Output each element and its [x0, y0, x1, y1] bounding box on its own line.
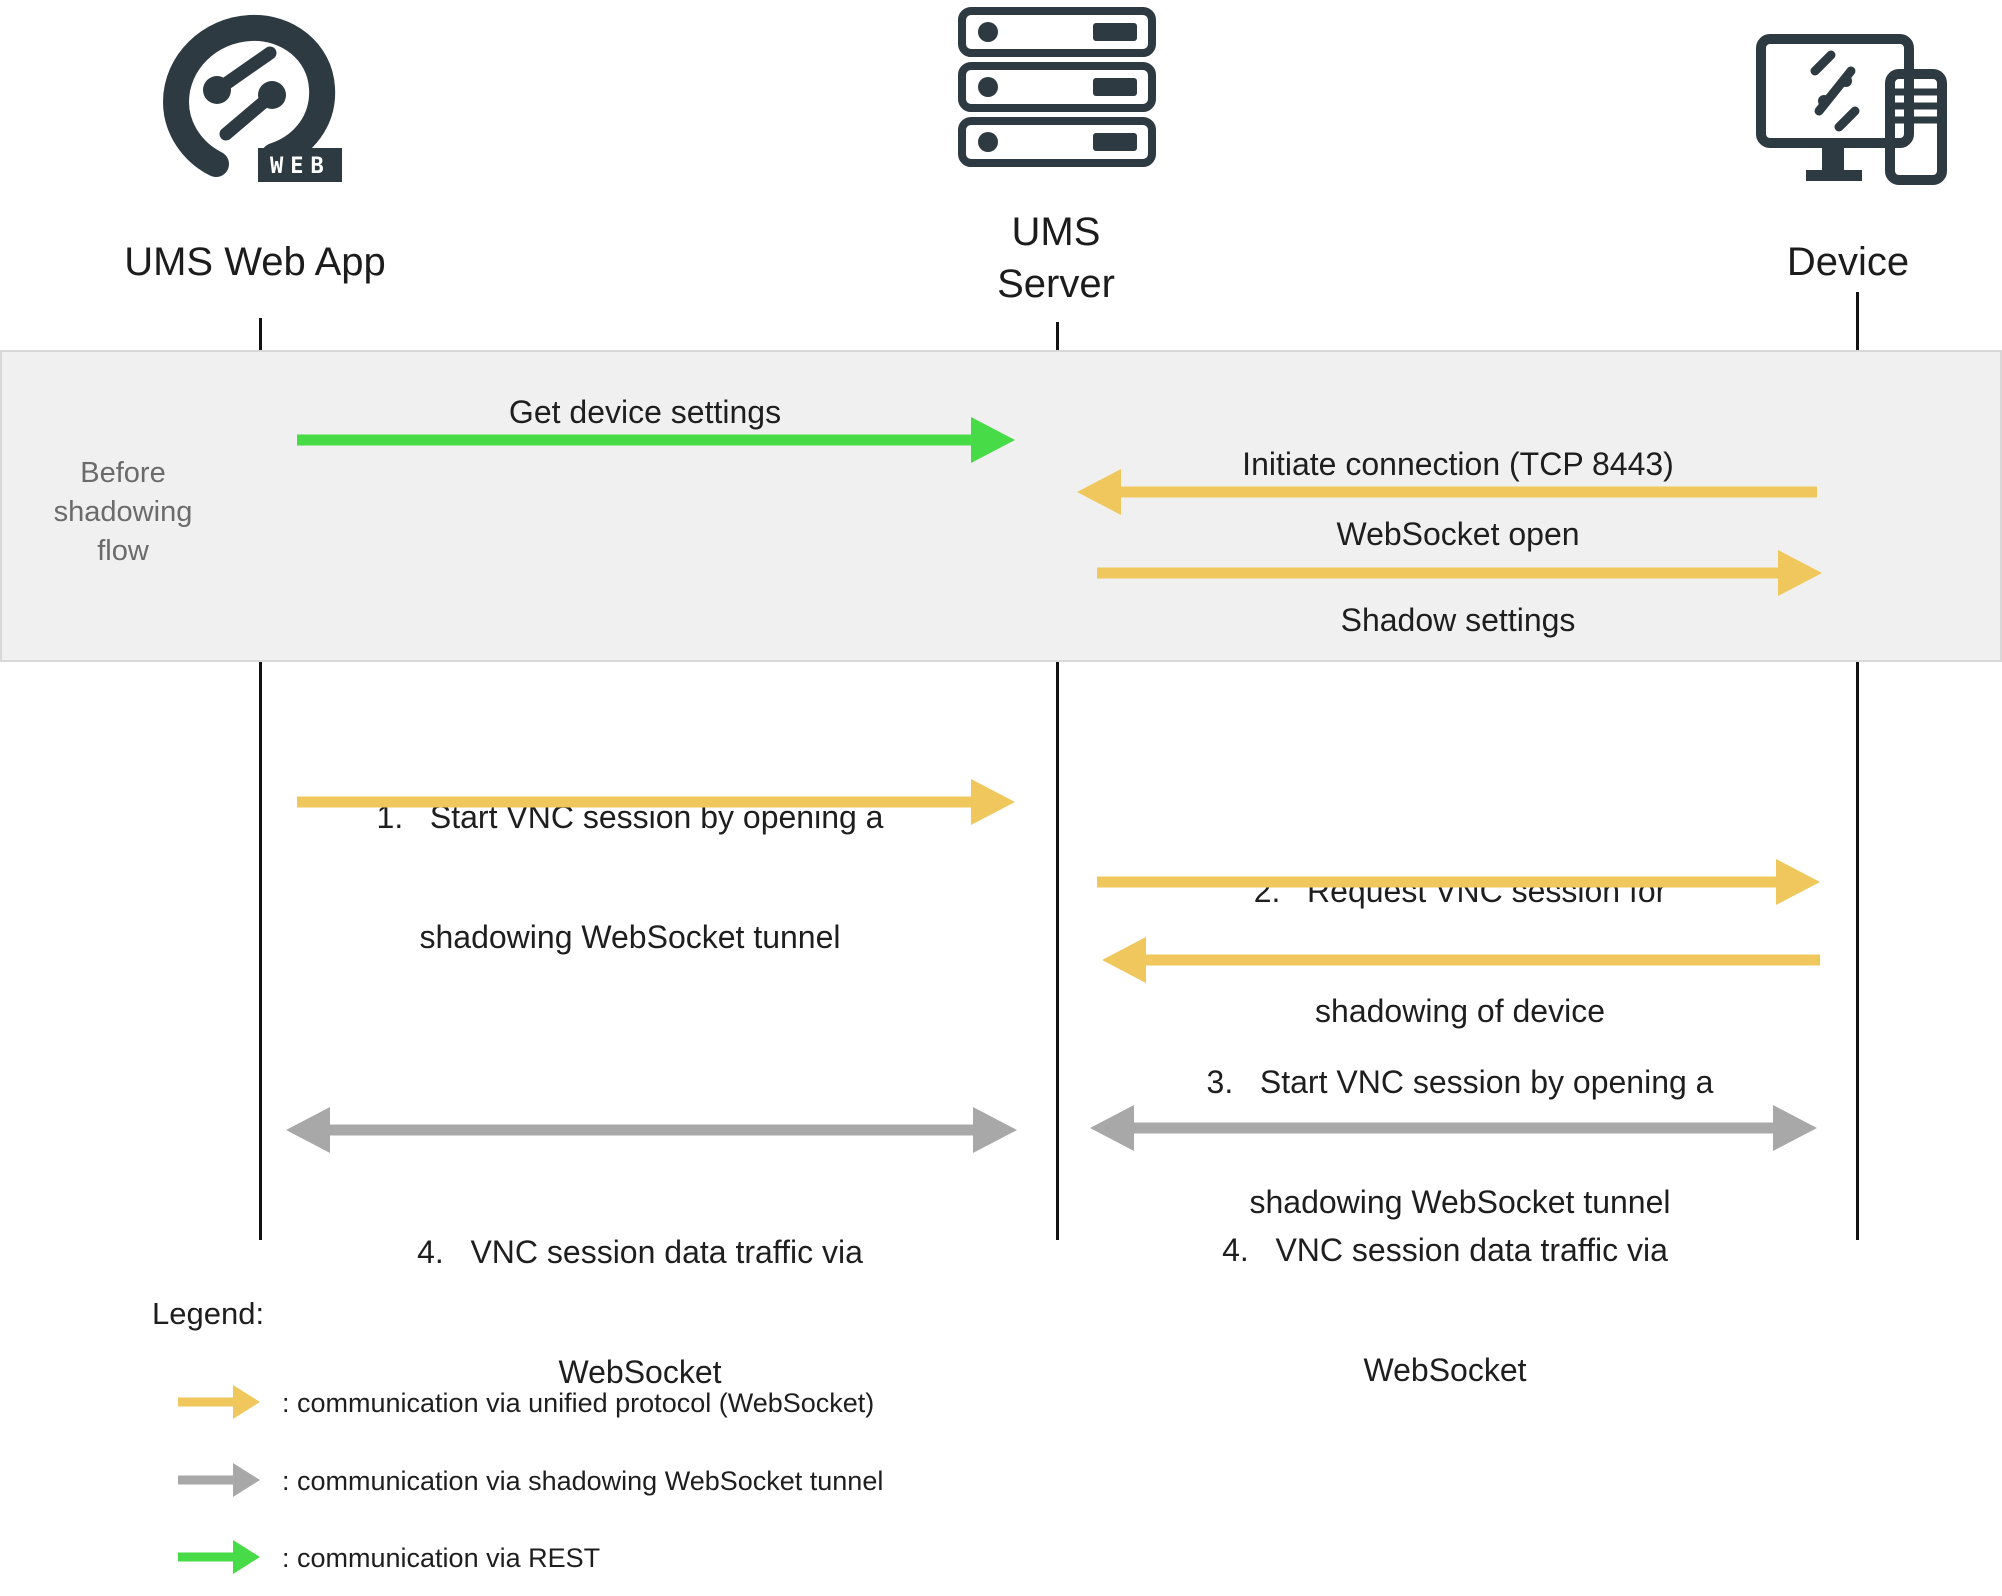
arrowhead-left-icon: [1077, 469, 1121, 515]
legend-shadowing-tunnel-label: : communication via shadowing WebSocket …: [282, 1466, 884, 1496]
ums-web-app-logo-icon: WEB: [162, 14, 342, 182]
before-shadowing-band: [0, 350, 2002, 662]
message-shadow-settings-label: Shadow settings: [1340, 602, 1576, 638]
lifeline-device: [1856, 292, 1859, 1240]
message-initiate-connection-label: Initiate connection (TCP 8443): [1242, 446, 1674, 482]
message-websocket-open-label: WebSocket open: [1336, 516, 1580, 552]
legend-rest-label: : communication via REST: [282, 1543, 601, 1573]
device-icon: [1756, 34, 1947, 185]
legend-shadowing-tunnel-arrow-icon: [178, 1463, 260, 1497]
arrow-get-device-settings: [297, 417, 1015, 463]
lifeline-ums-server: [1056, 322, 1059, 1240]
legend-unified-protocol-arrow-icon: [178, 1385, 260, 1419]
arrowhead-right-icon: [1776, 859, 1820, 905]
arrowhead-left-icon: [1090, 1105, 1134, 1151]
message-1-label: 1. Start VNC session by opening a shadow…: [376, 799, 884, 955]
arrow-initiate-connection: [1077, 469, 1817, 515]
arrowhead-right-icon: [971, 417, 1015, 463]
message-4-right-label: 4. VNC session data traffic via WebSocke…: [1222, 1232, 1668, 1388]
before-shadowing-label: Before shadowing flow: [53, 457, 193, 567]
message-4-left-label: 4. VNC session data traffic via WebSocke…: [417, 1234, 863, 1390]
arrowhead-right-icon: [973, 1107, 1017, 1153]
arrowhead-right-icon: [971, 779, 1015, 825]
web-badge-label: WEB: [270, 154, 331, 179]
arrowhead-left-icon: [1102, 937, 1146, 983]
ums-server-icon: [958, 7, 1156, 167]
legend-title: Legend:: [152, 1296, 265, 1331]
actor-label-ums-web-app: UMS Web App: [124, 240, 386, 284]
lifeline-ums-web-app: [259, 318, 262, 1240]
arrow-1-start-vnc-session: [297, 779, 1015, 825]
message-get-device-settings-label: Get device settings: [508, 394, 782, 430]
arrow-4-vnc-traffic-server-device: [1090, 1105, 1817, 1151]
actor-label-ums-server: UMS Server: [997, 210, 1115, 306]
arrowhead-right-icon: [1773, 1105, 1817, 1151]
arrow-3-start-vnc-session: [1102, 937, 1820, 983]
arrow-4-vnc-traffic-webapp-server: [286, 1107, 1017, 1153]
actor-label-device: Device: [1786, 240, 1910, 284]
legend-rest-arrow-icon: [178, 1540, 260, 1574]
arrow-shadow-settings: [1097, 550, 1822, 596]
legend-unified-protocol-label: : communication via unified protocol (We…: [282, 1388, 875, 1418]
message-3-label: 3. Start VNC session by opening a shadow…: [1206, 1064, 1714, 1220]
arrowhead-left-icon: [286, 1107, 330, 1153]
arrowhead-right-icon: [1778, 550, 1822, 596]
arrow-2-request-vnc-session: [1097, 859, 1820, 905]
